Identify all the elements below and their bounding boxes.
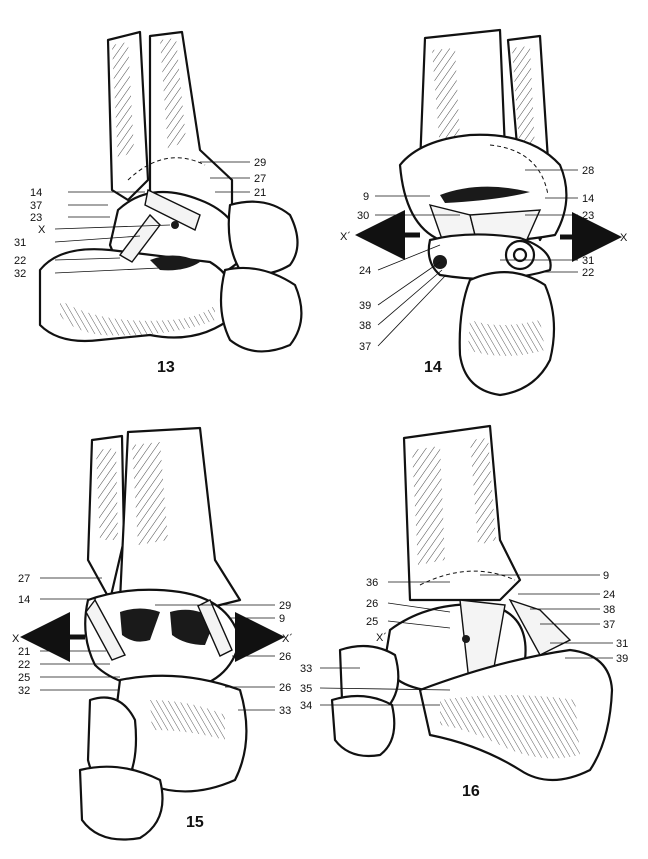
label-15-25: 25 [18, 672, 30, 684]
label-15-29: 29 [279, 600, 291, 612]
label-16-39: 39 [616, 653, 628, 665]
axis-point-x [171, 221, 179, 229]
label-16-25: 25 [366, 616, 378, 628]
label-13-21: 21 [254, 187, 266, 199]
figure-number-15: 15 [186, 814, 204, 831]
label-16-35: 35 [300, 683, 312, 695]
label-14-28: 28 [582, 165, 594, 177]
label-14-38: 38 [359, 320, 371, 332]
label-16-34: 34 [300, 700, 312, 712]
label-16-38: 38 [603, 604, 615, 616]
cuboid [330, 694, 396, 758]
label-13-14: 14 [30, 187, 42, 199]
axis-label-15-right: X´ [282, 633, 293, 645]
label-15-27: 27 [18, 573, 30, 585]
figure-15: 27 14 29 9 21 22 26 25 32 26 33 X X´ 15 [12, 426, 293, 841]
label-13-x: X [38, 224, 46, 236]
label-14-22: 22 [582, 267, 594, 279]
label-14-30: 30 [357, 210, 369, 222]
figure-16: 9 36 24 26 38 25 37 31 33 39 35 34 X´ 16 [300, 424, 628, 800]
label-16-26: 26 [366, 598, 378, 610]
label-14-31: 31 [582, 255, 594, 267]
axis-label-14-left: X´ [340, 231, 351, 243]
label-14-23: 23 [582, 210, 594, 222]
label-15-26a: 26 [279, 651, 291, 663]
figure-13: 29 27 21 14 37 23 X 31 22 32 13 [14, 30, 303, 376]
label-15-33: 33 [279, 705, 291, 717]
ligament-band [144, 188, 201, 231]
figure-number-14: 14 [424, 359, 442, 376]
navicular [227, 200, 299, 276]
axis-point-x-prime [462, 635, 470, 643]
label-14-39: 39 [359, 300, 371, 312]
label-14-37: 37 [359, 341, 371, 353]
label-16-24: 24 [603, 589, 615, 601]
label-16-33: 33 [300, 663, 312, 675]
label-14-14: 14 [582, 193, 594, 205]
label-16-31: 31 [616, 638, 628, 650]
label-15-14: 14 [18, 594, 30, 606]
label-13-29: 29 [254, 157, 266, 169]
label-13-23: 23 [30, 212, 42, 224]
label-14-9: 9 [363, 191, 369, 203]
label-13-37: 37 [30, 200, 42, 212]
label-15-32: 32 [18, 685, 30, 697]
figure-number-16: 16 [462, 783, 480, 800]
label-13-31: 31 [14, 237, 26, 249]
axis-label-15-left: X [12, 633, 20, 645]
cuboid [219, 266, 303, 353]
label-13-22: 22 [14, 255, 26, 267]
label-15-22: 22 [18, 659, 30, 671]
axis-label-14-right: X [620, 232, 628, 244]
label-16-36: 36 [366, 577, 378, 589]
axis-label-16-left: X´ [376, 632, 387, 644]
label-14-24: 24 [359, 265, 371, 277]
label-13-27: 27 [254, 173, 266, 185]
metatarsal [78, 765, 164, 841]
label-16-37: 37 [603, 619, 615, 631]
label-16-9: 9 [603, 570, 609, 582]
label-15-21: 21 [18, 646, 30, 658]
label-15-9: 9 [279, 613, 285, 625]
label-15-26b: 26 [279, 682, 291, 694]
figure-14: 28 9 14 30 23 24 31 22 39 38 37 X´ X 14 [340, 28, 628, 397]
label-13-32: 32 [14, 268, 26, 280]
figure-number-13: 13 [157, 359, 175, 376]
